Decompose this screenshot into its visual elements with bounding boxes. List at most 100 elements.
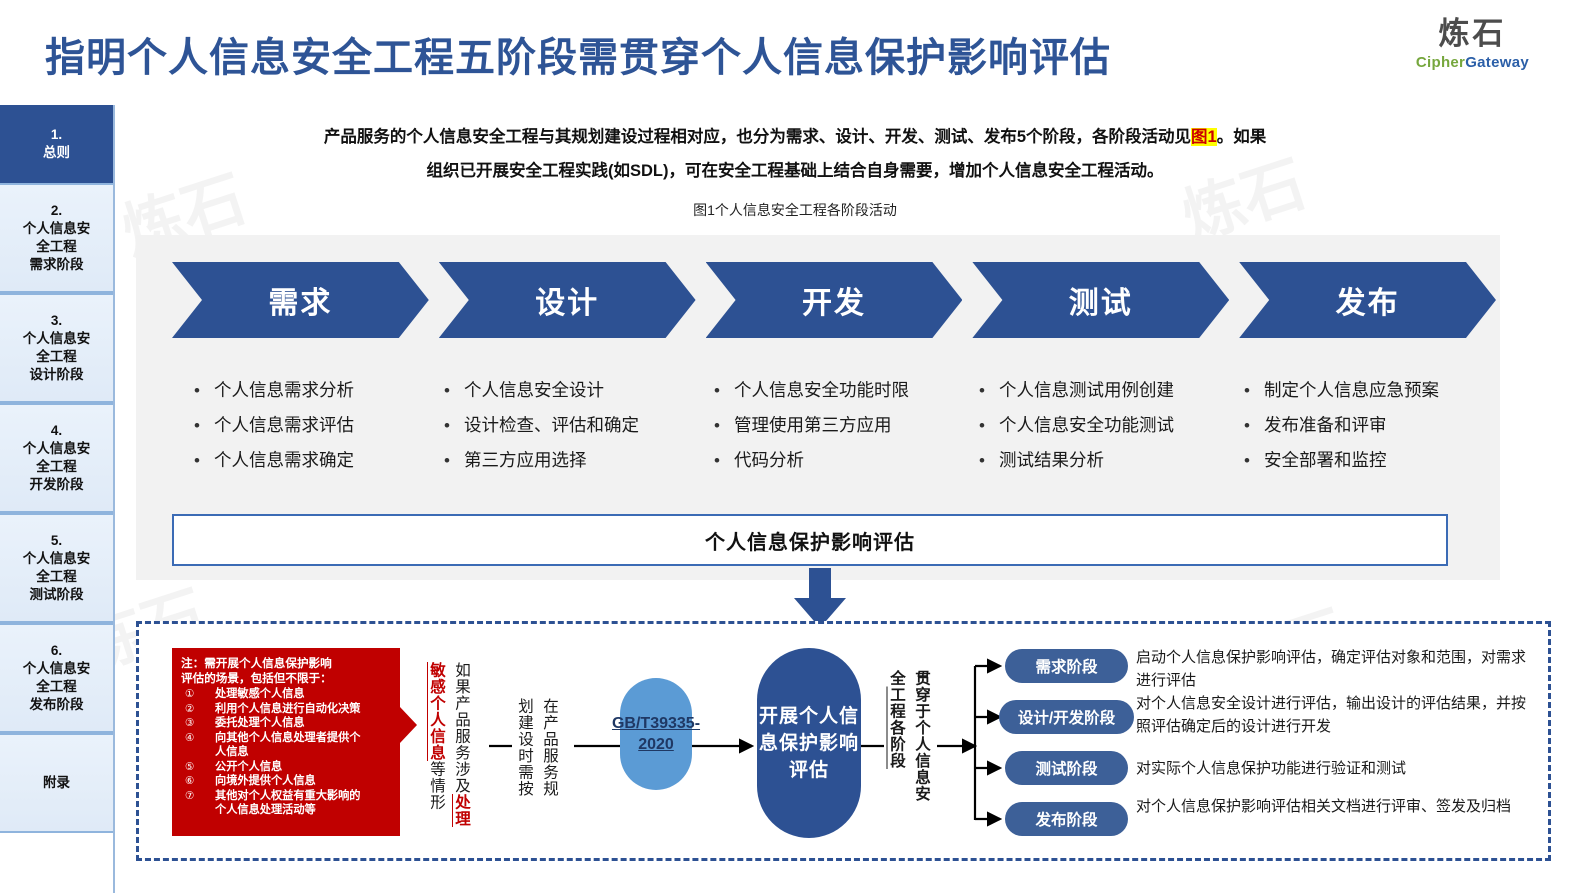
stage-pill-label: 测试阶段 (1035, 761, 1098, 778)
phase-chevron-row: 需求 设计 开发 测试 发布 (172, 262, 1496, 338)
page-title: 指明个人信息安全工程五阶段需贯穿个人信息保护影响评估 (45, 36, 1111, 80)
stage-description-4: 对个人信息保护影响评估相关文档进行评审、签发及归档 (1136, 798, 1512, 815)
stage-pill-2: 设计/开发阶段 (999, 700, 1134, 734)
vertical-text-condition: 如果产品服务涉及处理敏感个人信息等情形 (424, 662, 474, 840)
red-note-item-number: ③ (185, 717, 195, 729)
phase-chevron-label: 发布 (1335, 287, 1400, 320)
conduct-pia-pill: 开展个人信息保护影响评估 (757, 648, 861, 838)
vtext-planning-label: 在产品服务规划建设时需按 (516, 698, 558, 797)
stage-description-2: 对个人信息安全设计进行评估，输出设计的评估结果，并按照评估确定后的设计进行开发 (1136, 695, 1527, 735)
activity-item: 制定个人信息应急预案 (1242, 373, 1439, 408)
standard-gbt-pill: GB/T39335-2020 (612, 678, 700, 790)
activity-column-3: 个人信息安全功能时限管理使用第三方应用代码分析 (712, 373, 909, 478)
standard-gbt-label: GB/T39335-2020 (611, 715, 701, 753)
activity-item: 设计检查、评估和确定 (442, 408, 639, 443)
vtext-throughout-underlined: 工程各阶段 (888, 686, 905, 770)
stage-pill-label: 需求阶段 (1035, 659, 1098, 676)
activity-item: 个人信息安全设计 (442, 373, 639, 408)
phase-chevron-5: 发布 (1239, 262, 1496, 338)
phase-chevron-label: 设计 (535, 287, 600, 320)
vtext-condition-a: 如果产品服务涉及 (453, 662, 470, 794)
intro-line1-part-a: 产品服务的个人信息安全工程与其规划建设过程相对应，也分为需求、设计、开发、测试、… (323, 128, 1191, 146)
conduct-pia-label: 开展个人信息保护影响评估 (758, 705, 859, 781)
phase-chevron-1: 需求 (172, 262, 429, 338)
sidebar-item-label: 6. 个人信息安 全工程 发布阶段 (22, 643, 91, 712)
intro-line1-part-b: 。如果 (1216, 128, 1267, 146)
activity-item: 个人信息安全功能时限 (712, 373, 909, 408)
sidebar-item-label: 2. 个人信息安 全工程 需求阶段 (22, 203, 91, 272)
vtext-throughout-a: 贯穿于个人信息安全 (888, 670, 930, 802)
activity-item: 个人信息需求确定 (192, 443, 354, 478)
sidebar-item-label: 附录 (43, 775, 70, 790)
stage-pill-label: 设计/开发阶段 (1017, 710, 1116, 727)
sidebar-item-label: 3. 个人信息安 全工程 设计阶段 (22, 313, 91, 382)
figure-reference-highlight: 图1 (1191, 128, 1217, 146)
sidebar-item-label: 1. 总则 (43, 127, 70, 160)
vertical-text-planning: 在产品服务规划建设时需按 (512, 698, 562, 810)
sidebar-item-2[interactable]: 2. 个人信息安 全工程 需求阶段 (0, 183, 113, 293)
activity-column-4: 个人信息测试用例创建个人信息安全功能测试测试结果分析 (977, 373, 1174, 478)
brand-logo: 炼石 CipherGateway (1416, 18, 1529, 70)
stage-pill-1: 需求阶段 (1005, 649, 1128, 683)
activity-item: 个人信息测试用例创建 (977, 373, 1174, 408)
sidebar-divider-line (113, 105, 115, 893)
sidebar[interactable]: 1. 总则 2. 个人信息安 全工程 需求阶段 3. 个人信息安 全工程 设计阶段 4… (0, 105, 113, 893)
phase-chevron-label: 需求 (268, 287, 333, 320)
logo-gateway-text: Gateway (1465, 54, 1529, 71)
pia-banner: 个人信息保护影响评估 (172, 514, 1448, 566)
activity-item: 个人信息需求分析 (192, 373, 354, 408)
sidebar-item-1[interactable]: 1. 总则 (0, 105, 113, 183)
red-note-item-number: ② (185, 702, 195, 715)
vtext-condition-b: 等情形 (428, 761, 445, 811)
red-note-title: 注：需开展个人信息保护影响 评估的场景，包括但不限于： (181, 657, 332, 685)
sidebar-item-label: 5. 个人信息安 全工程 测试阶段 (22, 533, 91, 602)
stage-description-1: 启动个人信息保护影响评估，确定评估对象和范围，对需求进行评估 (1136, 649, 1527, 689)
red-note-arrow-icon (400, 707, 417, 743)
vtext-condition-highlight: 处理敏感个人信息 (428, 662, 470, 827)
sidebar-item-5[interactable]: 5. 个人信息安 全工程 测试阶段 (0, 513, 113, 623)
activity-item: 第三方应用选择 (442, 443, 639, 478)
sidebar-item-label: 4. 个人信息安 全工程 开发阶段 (22, 423, 91, 492)
sidebar-item-6[interactable]: 6. 个人信息安 全工程 发布阶段 (0, 623, 113, 733)
activity-column-1: 个人信息需求分析个人信息需求评估个人信息需求确定 (192, 373, 354, 478)
logo-english-text: CipherGateway (1416, 55, 1529, 70)
activity-item: 管理使用第三方应用 (712, 408, 909, 443)
activity-column-2: 个人信息安全设计设计检查、评估和确定第三方应用选择 (442, 373, 639, 478)
stage-pill-label: 发布阶段 (1035, 812, 1098, 829)
vertical-text-throughout: 贯穿于个人信息安全工程各阶段 (884, 670, 934, 808)
intro-paragraph: 产品服务的个人信息安全工程与其规划建设过程相对应，也分为需求、设计、开发、测试、… (200, 120, 1390, 188)
logo-cipher-text: Cipher (1415, 54, 1466, 71)
activity-item: 安全部署和监控 (1242, 443, 1439, 478)
sidebar-item-7[interactable]: 附录 (0, 733, 113, 833)
activity-item: 发布准备和评审 (1242, 408, 1439, 443)
stage-pill-4: 发布阶段 (1005, 802, 1128, 836)
red-note-item-number: ① (185, 688, 195, 700)
stage-pill-3: 测试阶段 (1005, 751, 1128, 785)
sidebar-item-4[interactable]: 4. 个人信息安 全工程 开发阶段 (0, 403, 113, 513)
activity-item: 测试结果分析 (977, 443, 1174, 478)
sidebar-item-3[interactable]: 3. 个人信息安 全工程 设计阶段 (0, 293, 113, 403)
phase-chevron-label: 开发 (801, 287, 866, 320)
down-arrow-icon (794, 568, 846, 628)
pia-banner-label: 个人信息保护影响评估 (705, 531, 915, 554)
stage-description-3: 对实际个人信息保护功能进行验证和测试 (1136, 760, 1407, 777)
red-note-item-number: ⑤ (185, 760, 195, 773)
activity-item: 个人信息安全功能测试 (977, 408, 1174, 443)
red-note-item-number: ⑥ (185, 775, 195, 787)
phase-chevron-4: 测试 (972, 262, 1229, 338)
phase-chevron-3: 开发 (706, 262, 963, 338)
figure-caption: 图1个人信息安全工程各阶段活动 (693, 202, 897, 218)
intro-line2: 组织已开展安全工程实践(如SDL)，可在安全工程基础上结合自身需要，增加个人信息… (426, 162, 1164, 180)
red-note-item-number: ⑦ (185, 789, 195, 802)
phase-chevron-2: 设计 (439, 262, 696, 338)
activity-column-5: 制定个人信息应急预案发布准备和评审安全部署和监控 (1242, 373, 1439, 478)
logo-chinese-text: 炼石 (1438, 16, 1507, 51)
